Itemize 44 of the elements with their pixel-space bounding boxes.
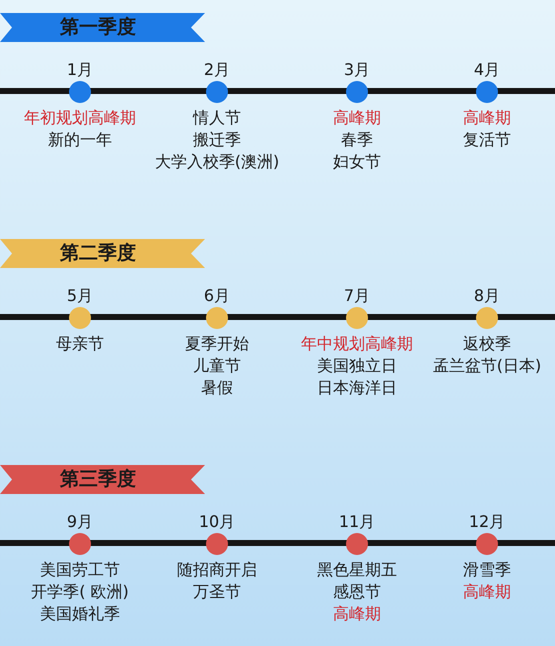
event-label: 大学入校季(澳洲) [154, 151, 280, 173]
event-label: 年初规划高峰期 [24, 107, 136, 129]
event-label: 春季 [341, 129, 373, 151]
month-label: 1月 [66, 59, 94, 81]
event-label: 高峰期 [463, 107, 511, 129]
event-label: 母亲节 [56, 333, 104, 355]
month-label: 3月 [344, 59, 370, 81]
event-label: 情人节 [192, 107, 241, 129]
event-label: 返校季 [462, 333, 511, 355]
month-label: 6月 [204, 285, 230, 307]
month-label: 5月 [66, 285, 94, 307]
event-label: 开学季( 欧洲) [31, 581, 129, 603]
quarter-title: 第二季度 [60, 241, 136, 265]
event-label: 暑假 [201, 377, 233, 399]
event-label: 黑色星期五 [317, 559, 397, 581]
event-label: 年中规划高峰期 [301, 333, 413, 355]
event-label: 随招商开启 [177, 559, 257, 581]
month-label: 11月 [338, 511, 376, 533]
quarter-title: 第三季度 [60, 467, 136, 491]
event-label: 复活节 [463, 129, 511, 151]
event-label: 万圣节 [193, 581, 241, 603]
event-label: 妇女节 [333, 151, 381, 173]
quarter-title: 第一季度 [60, 15, 136, 39]
event-label: 感恩节 [333, 581, 381, 603]
event-label: 日本海洋日 [317, 377, 397, 399]
event-label: 夏季开始 [185, 333, 249, 355]
event-label: 新的一年 [48, 129, 112, 151]
month-label: 12月 [468, 511, 506, 533]
month-label: 7月 [344, 285, 370, 307]
event-label: 高峰期 [463, 581, 511, 603]
event-label: 高峰期 [333, 107, 381, 129]
event-label: 搬迁季 [192, 129, 241, 151]
month-label: 10月 [198, 511, 236, 533]
event-label: 美国独立日 [317, 355, 397, 377]
event-label: 滑雪季 [463, 559, 511, 581]
month-label: 4月 [474, 59, 500, 81]
event-label: 儿童节 [193, 355, 241, 377]
event-label: 美国婚礼季 [40, 603, 120, 625]
event-label: 孟兰盆节(日本) [432, 355, 542, 377]
event-label: 美国劳工节 [40, 559, 120, 581]
month-label: 8月 [474, 285, 500, 307]
month-label: 9月 [66, 511, 94, 533]
event-label: 高峰期 [333, 603, 381, 625]
month-label: 2月 [204, 59, 230, 81]
